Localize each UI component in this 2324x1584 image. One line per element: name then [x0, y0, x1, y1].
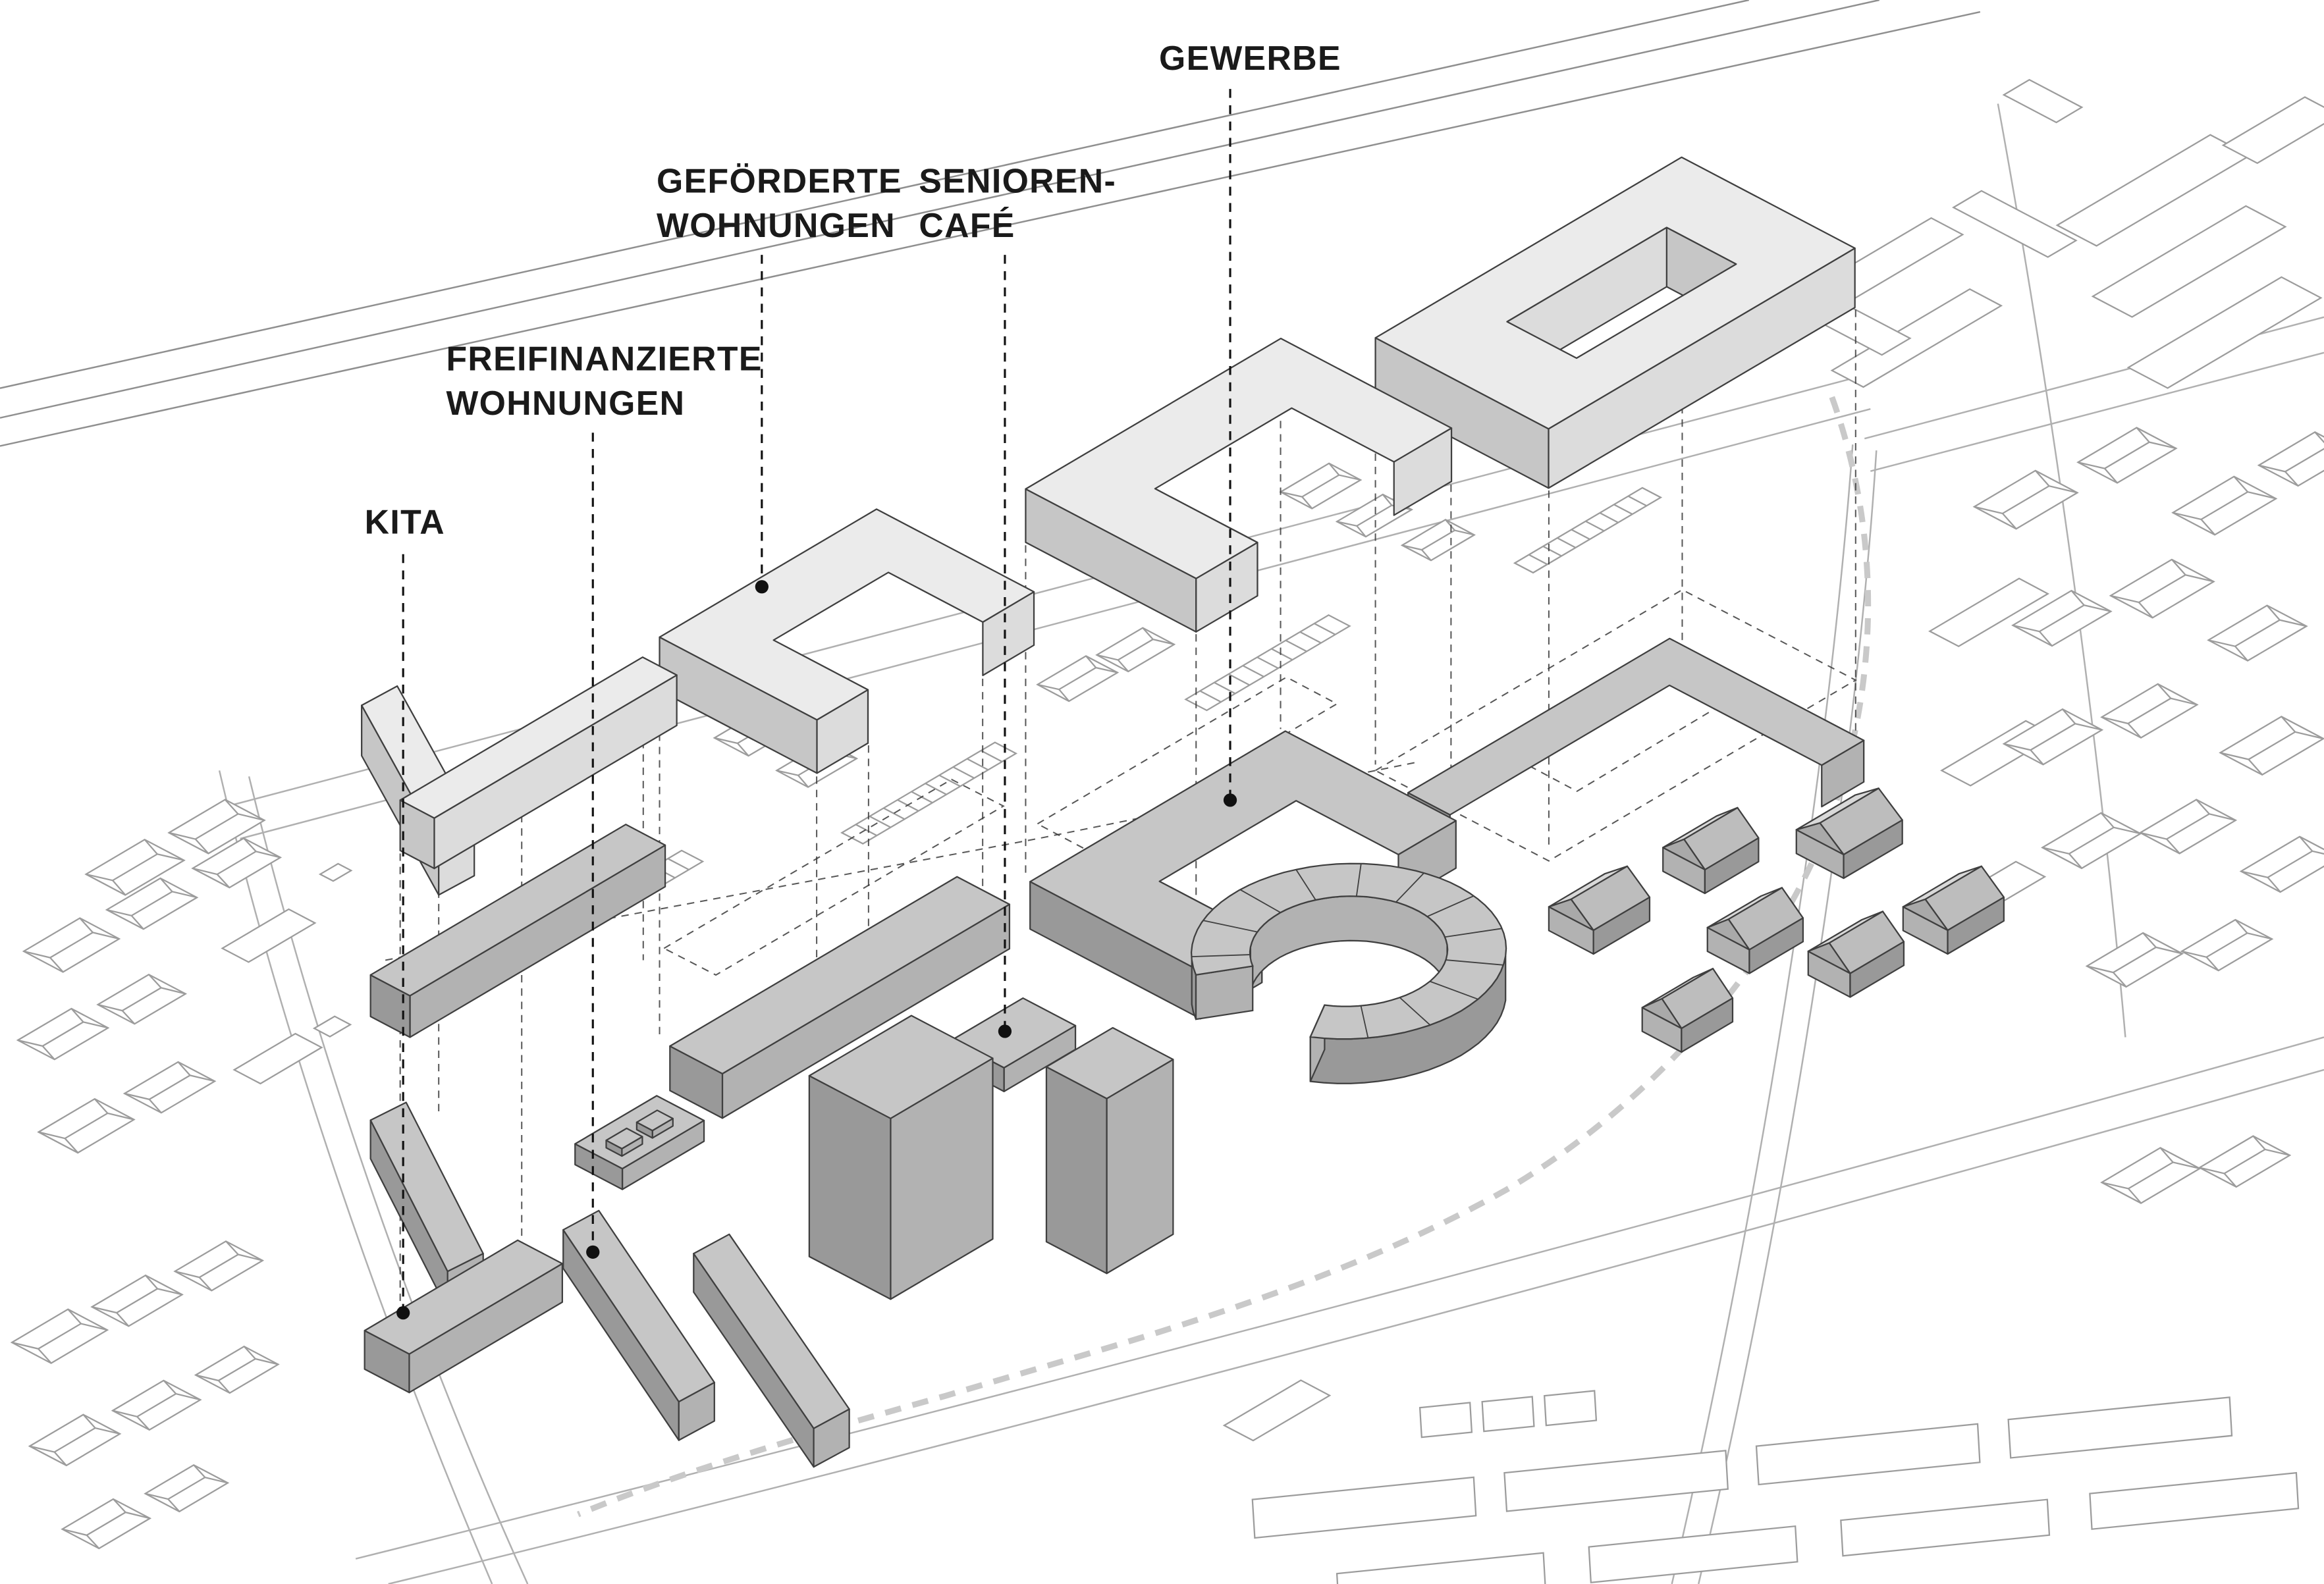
context-block: [2089, 1471, 2300, 1530]
label-gewerbe: GEWERBE: [1159, 39, 1341, 77]
leader-dot-kita: [396, 1306, 410, 1320]
railway-line: [0, 0, 1750, 389]
context-house: [2257, 431, 2324, 487]
building-gefoerderte: [659, 508, 1035, 774]
context-block: [1251, 1476, 1477, 1539]
building-house: [1902, 865, 2005, 955]
label-kita: KITA: [365, 502, 445, 541]
label-gefoerderte-line2: WOHNUNGEN: [657, 206, 896, 244]
building-house: [1795, 787, 1903, 880]
label-freifinanziert-line1: FREIFINANZIERTE: [446, 340, 762, 378]
road-line: [1671, 444, 1854, 1584]
rooflight: [635, 1109, 674, 1139]
context-block: [1755, 1423, 1981, 1486]
building-upper-bar-west: [399, 656, 678, 870]
ground-buildings-layer: [364, 637, 2005, 1468]
railway-line: [0, 11, 1981, 447]
road-line: [1698, 450, 1878, 1584]
context-block: [1840, 1498, 2051, 1557]
building-ground-bar-mid: [669, 876, 1011, 1119]
building-tower-1: [808, 1015, 994, 1300]
context-block: [2126, 276, 2323, 389]
context-buildings: [10, 78, 2324, 1584]
context-block: [2091, 205, 2287, 318]
context-block: [1336, 1552, 1546, 1584]
building-flat-hall: [574, 1095, 705, 1190]
label-senioren-line2: CAFÉ: [919, 206, 1015, 244]
building-upper-donut: [1374, 156, 1856, 489]
rooflight: [605, 1127, 643, 1157]
label-freifinanziert-line2: WOHNUNGEN: [446, 384, 685, 422]
context-block: [1481, 1396, 1535, 1433]
building-house: [1641, 968, 1734, 1053]
context-house: [2239, 835, 2324, 893]
context-block: [1503, 1450, 1729, 1512]
context-block: [2007, 1396, 2233, 1459]
building-diagonal-bar-2: [693, 1233, 850, 1468]
context-block: [2002, 78, 2084, 124]
leader-dot-gefoerderte: [755, 580, 769, 594]
projection-footprint: [1036, 676, 1339, 852]
context-block: [1588, 1525, 1798, 1583]
building-house: [1807, 911, 1905, 998]
context-block: [1952, 190, 2078, 258]
leader-dot-gewerbe: [1223, 793, 1237, 807]
leader-lines-layer: [396, 89, 1237, 1320]
label-gefoerderte-line1: GEFÖRDERTE: [657, 162, 902, 200]
context-block: [2221, 96, 2324, 165]
building-house: [1706, 887, 1804, 974]
context-block: [1830, 288, 2003, 388]
building-tower-2: [1045, 1026, 1174, 1275]
road-line: [218, 770, 493, 1584]
building-courtyard-ring: [1190, 862, 1507, 1084]
context-block: [1419, 1402, 1473, 1439]
road-line: [248, 776, 529, 1584]
railway-line: [0, 0, 1880, 419]
projection-footprint: [662, 778, 1005, 976]
context-block: [221, 908, 317, 963]
building-upper-u-east: [1025, 337, 1453, 633]
context-block: [1543, 1390, 1598, 1427]
context-block: [318, 862, 353, 882]
building-freifinanzierte: [562, 1209, 715, 1441]
context-block: [232, 1032, 323, 1085]
road-line: [1870, 352, 2324, 472]
road-line: [355, 1036, 2324, 1560]
projection-footprint: [1374, 589, 1857, 862]
upper-buildings-layer: [361, 156, 1856, 896]
building-kita: [364, 1239, 564, 1394]
road-line: [388, 1069, 2324, 1584]
leader-dot-freifinanziert: [586, 1245, 600, 1259]
building-house: [1548, 865, 1651, 955]
building-house: [1662, 806, 1760, 895]
labels-layer: GEWERBE GEFÖRDERTE WOHNUNGEN SENIOREN- C…: [365, 39, 1341, 541]
building-ground-bar-west: [369, 824, 666, 1038]
context-block: [1928, 577, 2050, 648]
context-block: [312, 1015, 352, 1038]
context-block: [1222, 1379, 1332, 1442]
label-senioren-line1: SENIOREN-: [919, 162, 1116, 200]
leader-dot-senioren-cafe: [998, 1024, 1012, 1038]
context-terrace-row: [1513, 487, 1663, 574]
